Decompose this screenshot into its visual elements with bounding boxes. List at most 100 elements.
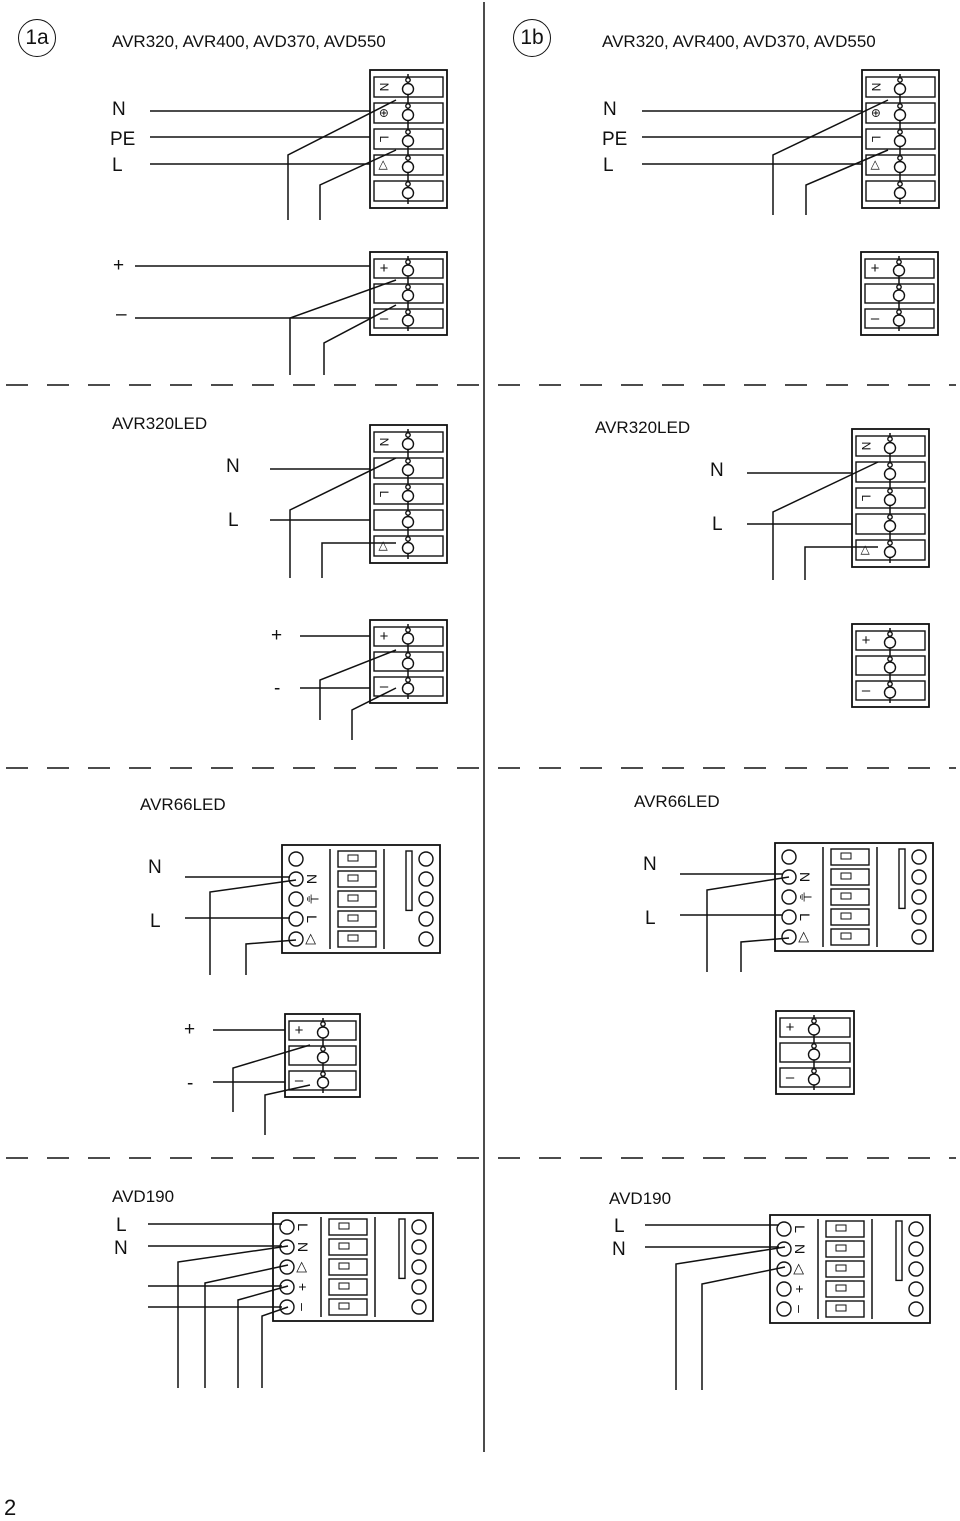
terminal-slot bbox=[373, 431, 444, 453]
test-probe bbox=[405, 850, 413, 912]
title-avr66led-right: AVR66LED bbox=[634, 792, 720, 811]
clamp-slot bbox=[338, 1222, 350, 1230]
clamp-slot bbox=[347, 894, 359, 902]
label-minus-led320-left: - bbox=[274, 678, 281, 699]
terminal-entry bbox=[288, 871, 304, 887]
terminal-entry bbox=[911, 909, 927, 925]
terminal-screw bbox=[883, 467, 897, 481]
terminal-screw bbox=[807, 1073, 821, 1086]
label-n-avd190-left: N bbox=[114, 1238, 128, 1259]
terminal-screw bbox=[883, 519, 897, 533]
label-plus-led320-left: + bbox=[271, 625, 283, 646]
terminal-pin bbox=[405, 432, 411, 438]
terminal-slot bbox=[855, 435, 926, 457]
terminal-screw bbox=[401, 463, 415, 477]
label-pe-mains-left: PE bbox=[110, 129, 136, 150]
terminal-block-frame bbox=[369, 424, 448, 564]
terminal-screw bbox=[401, 314, 415, 327]
terminal-slot bbox=[373, 154, 444, 176]
terminal-mark: ⊕ bbox=[377, 108, 391, 118]
terminal-block-frame bbox=[284, 1013, 361, 1098]
terminal-pin bbox=[897, 129, 903, 135]
lever-clamp bbox=[337, 870, 377, 888]
terminal-pin bbox=[897, 155, 903, 161]
terminal-pin bbox=[405, 510, 411, 516]
terminal-entry bbox=[776, 1221, 792, 1237]
terminal-block-frame bbox=[369, 251, 448, 336]
title-avr320led-left: AVR320LED bbox=[112, 414, 208, 433]
terminal-mark: L bbox=[792, 1225, 808, 1233]
terminal-pin bbox=[405, 181, 411, 187]
terminal-entry bbox=[288, 851, 304, 867]
terminal-block-frame bbox=[860, 251, 939, 336]
terminal-mark: ◁ bbox=[304, 934, 320, 945]
terminal-pin bbox=[887, 681, 893, 687]
wire-out-8 bbox=[351, 687, 397, 740]
terminal-pin bbox=[887, 631, 893, 637]
terminal-pin bbox=[405, 309, 411, 315]
terminal-mark: L bbox=[377, 136, 391, 143]
terminal-slot bbox=[779, 1067, 851, 1088]
terminal-mark: L bbox=[797, 913, 813, 921]
terminal-slot bbox=[855, 539, 926, 561]
label-n-mains-right: N bbox=[603, 99, 617, 120]
terminal-entry bbox=[908, 1241, 924, 1257]
terminal-mark: ⏚ bbox=[797, 890, 813, 904]
clamp-slot bbox=[840, 872, 852, 880]
terminal-screw bbox=[401, 108, 415, 122]
label-l-mains-right: L bbox=[603, 155, 614, 176]
wire-out-15 bbox=[237, 1285, 289, 1388]
terminal-slot bbox=[373, 676, 444, 697]
wire-out-9 bbox=[706, 876, 790, 972]
terminal-entry bbox=[411, 1219, 427, 1235]
terminal-slot bbox=[864, 258, 935, 279]
terminal-slot bbox=[373, 308, 444, 329]
title-avr66led-left: AVR66LED bbox=[140, 795, 226, 814]
title-mains-left: AVR320, AVR400, AVD370, AVD550 bbox=[112, 32, 386, 51]
terminal-mark: N bbox=[869, 83, 883, 92]
terminal-entry bbox=[418, 871, 434, 887]
terminal-pin bbox=[887, 488, 893, 494]
lever-clamp bbox=[830, 908, 870, 926]
terminal-pin bbox=[405, 77, 411, 83]
terminal-entry bbox=[911, 849, 927, 865]
terminal-mark: + bbox=[380, 628, 389, 645]
lever-clamp bbox=[825, 1300, 865, 1318]
label-l-led66-right: L bbox=[645, 908, 656, 929]
terminal-slot bbox=[373, 258, 444, 279]
terminal-block-frame bbox=[851, 428, 930, 568]
terminal-pin bbox=[896, 309, 902, 315]
terminal-slot bbox=[373, 483, 444, 505]
terminal-mark: + bbox=[862, 632, 871, 649]
terminal-pin bbox=[887, 436, 893, 442]
wire-out-5 bbox=[772, 461, 879, 580]
terminal-pin bbox=[897, 181, 903, 187]
terminal-mark: L bbox=[295, 1223, 311, 1231]
lever-block-frame bbox=[774, 842, 934, 952]
label-l-avd190-right: L bbox=[614, 1216, 625, 1237]
terminal-mark: – bbox=[792, 1305, 808, 1313]
clamp-slot bbox=[338, 1302, 350, 1310]
terminal-screw bbox=[883, 441, 897, 455]
test-probe bbox=[398, 1218, 406, 1280]
terminal-entry bbox=[781, 889, 797, 905]
terminal-screw bbox=[316, 1076, 330, 1089]
lever-clamp bbox=[830, 888, 870, 906]
terminal-mark: – bbox=[862, 682, 871, 699]
panel-1a: N⊕L◁+–NL◁+–N⏚L◁+–LN◁+– bbox=[135, 69, 448, 1388]
test-probe bbox=[895, 1220, 903, 1282]
wire-out-14 bbox=[204, 1264, 289, 1388]
terminal-mark: L bbox=[869, 136, 883, 143]
terminal-slot bbox=[865, 102, 936, 124]
terminal-entry bbox=[781, 849, 797, 865]
clamp-slot bbox=[347, 854, 359, 862]
terminal-mark: + bbox=[295, 1022, 304, 1039]
wire-out-6 bbox=[804, 546, 878, 580]
lever-block-frame bbox=[769, 1214, 931, 1324]
clamp-slot bbox=[835, 1244, 847, 1252]
terminal-screw bbox=[883, 686, 897, 699]
title-avr320led-right: AVR320LED bbox=[595, 418, 691, 437]
dividers bbox=[6, 2, 956, 1452]
clamp-slot bbox=[338, 1242, 350, 1250]
terminal-slot bbox=[779, 1017, 851, 1038]
